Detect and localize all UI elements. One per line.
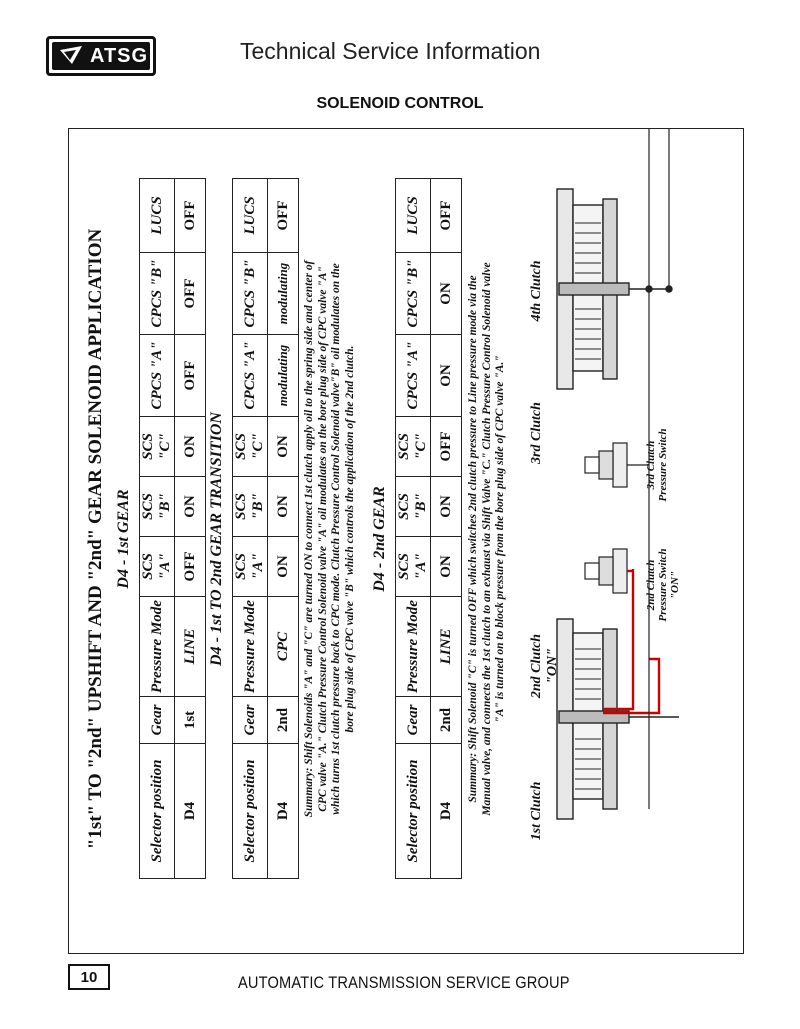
header-cell: LUCS: [232, 178, 268, 253]
summary-line: "A" is turned on to block pressure from …: [494, 355, 506, 723]
table-cell: OFF: [174, 334, 206, 417]
table-cell: OFF: [174, 536, 206, 597]
header-cell: Gear: [395, 696, 431, 744]
header-cell: CPCS "A": [139, 334, 175, 417]
table-cell: ON: [430, 334, 462, 417]
table-cell: 1st: [174, 696, 206, 744]
table-cell: 2nd: [267, 696, 299, 744]
header-cell: CPCS "A": [395, 334, 431, 417]
header-cell: CPCS "A": [232, 334, 268, 417]
pressure-switch-3: [584, 442, 649, 488]
table-cell: modulating: [267, 252, 299, 335]
header-cell: CPCS "B": [395, 252, 431, 335]
table-cell: D4: [430, 743, 462, 879]
table2-title: D4 - 1st TO 2nd GEAR TRANSITION: [208, 412, 225, 666]
header-cell: SCS "C": [232, 416, 268, 477]
service-title: Technical Service Information: [240, 38, 541, 64]
table-cell: modulating: [267, 334, 299, 417]
clutch-pack-3-4: [556, 129, 673, 390]
header-cell: CPCS "B": [139, 252, 175, 335]
page-number: 10: [68, 964, 110, 990]
atsg-logo: ATSG: [46, 36, 156, 76]
table-row: D4 1st LINE OFF ON ON OFF OFF OFF: [174, 178, 206, 879]
table-header-row: Selector position Gear Pressure Mode SCS…: [232, 178, 268, 879]
table-cell: 2nd: [430, 696, 462, 744]
table-cell: ON: [174, 476, 206, 537]
section-title: SOLENOID CONTROL: [316, 95, 484, 112]
table-row: D4 2nd LINE ON ON OFF ON ON OFF: [430, 178, 462, 879]
summary-1: Summary: Shift Solenoids "A" and "C" are…: [303, 129, 357, 949]
header-cell: Gear: [232, 696, 268, 744]
table1-title: D4 - 1st GEAR: [115, 489, 132, 589]
header-cell: Gear: [139, 696, 175, 744]
summary-2: Summary: Shift Solenoid "C" is turned OF…: [467, 129, 508, 949]
header-cell: Pressure Mode: [139, 596, 175, 697]
header-cell: LUCS: [139, 178, 175, 253]
wing-check-icon: [58, 44, 86, 68]
header-cell: Selector position: [232, 743, 268, 879]
table3: Selector position Gear Pressure Mode SCS…: [395, 178, 462, 879]
main-title: "1st" TO "2nd" UPSHIFT AND "2nd" GEAR SO…: [85, 228, 106, 850]
pressure-switch-2: [584, 548, 628, 594]
table-cell: OFF: [430, 416, 462, 477]
table-row: D4 2nd CPC ON ON ON modulating modulatin…: [267, 178, 299, 879]
rotated-content: "1st" TO "2nd" UPSHIFT AND "2nd" GEAR SO…: [69, 129, 739, 949]
table3-title: D4 - 2nd GEAR: [371, 486, 388, 592]
table-cell: ON: [430, 536, 462, 597]
hydraulic-diagram: 1st Clutch 2nd Clutch "ON" 3rd Clutch 4t…: [529, 129, 739, 949]
summary-line: Manual valve, and connects the 1st clutc…: [480, 262, 493, 816]
header-cell: CPCS "B": [232, 252, 268, 335]
table2: Selector position Gear Pressure Mode SCS…: [232, 178, 299, 879]
table-cell: D4: [267, 743, 299, 879]
header-cell: Selector position: [139, 743, 175, 879]
header-cell: SCS "B": [139, 476, 175, 537]
table-cell: OFF: [430, 178, 462, 253]
table-cell: ON: [430, 476, 462, 537]
table-cell: ON: [174, 416, 206, 477]
header-cell: LUCS: [395, 178, 431, 253]
logo-text: ATSG: [90, 44, 149, 67]
table1: Selector position Gear Pressure Mode SCS…: [139, 178, 206, 879]
clutch-pack-1-2: [556, 618, 679, 820]
header-cell: Pressure Mode: [232, 596, 268, 697]
table-cell: OFF: [267, 178, 299, 253]
header-cell: SCS "A": [232, 536, 268, 597]
header-cell: SCS "B": [232, 476, 268, 537]
header-cell: SCS "A": [395, 536, 431, 597]
table-cell: D4: [174, 743, 206, 879]
table-cell: LINE: [174, 596, 206, 697]
table-header-row: Selector position Gear Pressure Mode SCS…: [395, 178, 431, 879]
header-cell: SCS "B": [395, 476, 431, 537]
summary-line: which turns 1st clutch pressure back to …: [330, 263, 342, 815]
table-cell: ON: [267, 416, 299, 477]
table-cell: ON: [267, 536, 299, 597]
table-cell: OFF: [174, 252, 206, 335]
header-cell: Selector position: [395, 743, 431, 879]
summary-line: Summary: Shift Solenoid "C" is turned OF…: [467, 275, 479, 803]
header-cell: SCS "A": [139, 536, 175, 597]
summary-line: bore plug side of CPC valve "B" which co…: [343, 345, 356, 733]
summary-line: Summary: Shift Solenoids "A" and "C" are…: [303, 260, 315, 818]
table-cell: ON: [430, 252, 462, 335]
header-cell: SCS "C": [395, 416, 431, 477]
table-cell: OFF: [174, 178, 206, 253]
content-frame: "1st" TO "2nd" UPSHIFT AND "2nd" GEAR SO…: [68, 128, 744, 954]
table-cell: LINE: [430, 596, 462, 697]
header-cell: SCS "C": [139, 416, 175, 477]
header-cell: Pressure Mode: [395, 596, 431, 697]
table-header-row: Selector position Gear Pressure Mode SCS…: [139, 178, 175, 879]
summary-line: CPC valve "A." Clutch Pressure Control S…: [316, 266, 329, 812]
footer-company: AUTOMATIC TRANSMISSION SERVICE GROUP: [238, 973, 570, 992]
clutch-schematic: [556, 129, 679, 820]
table-cell: ON: [267, 476, 299, 537]
table-cell: CPC: [267, 596, 299, 697]
